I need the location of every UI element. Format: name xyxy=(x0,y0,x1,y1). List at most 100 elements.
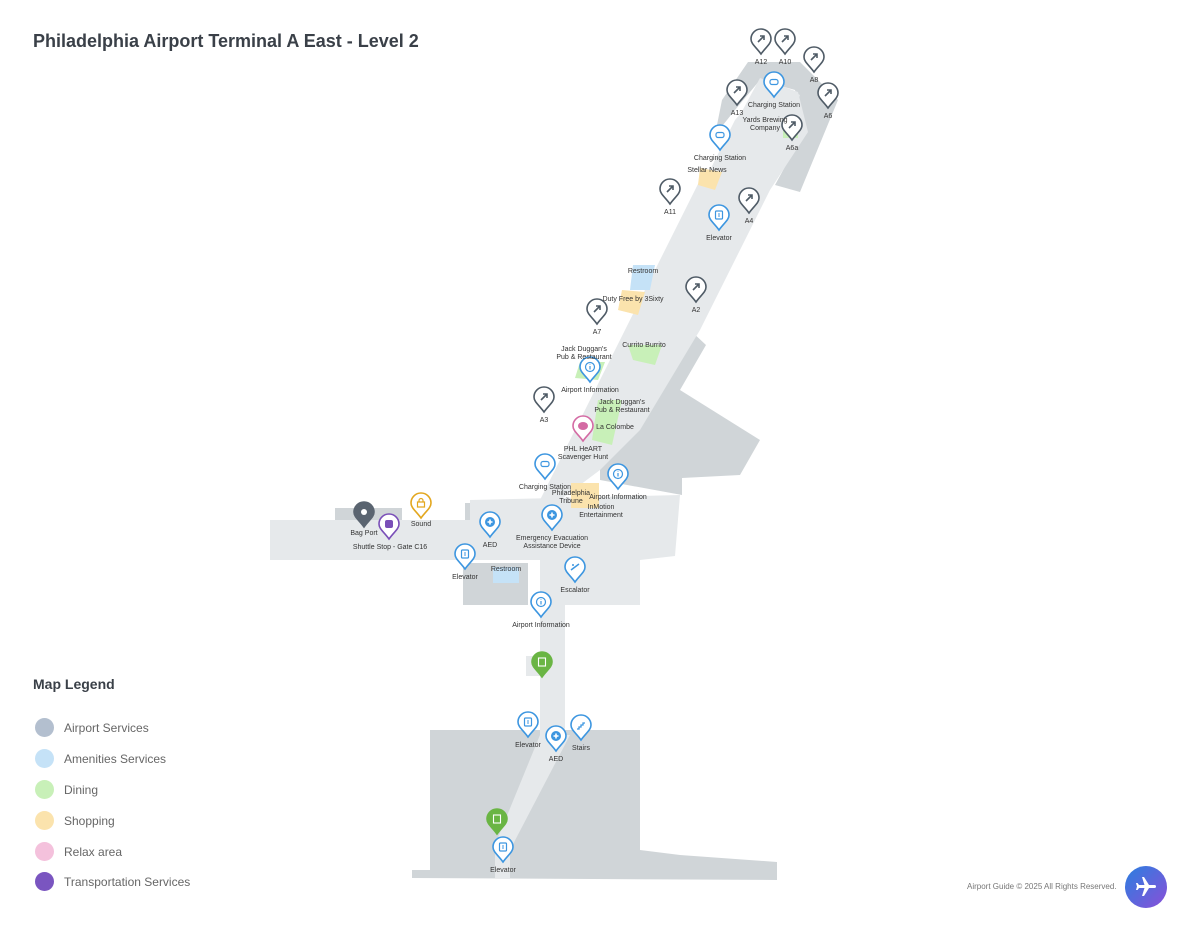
pin-label: A7 xyxy=(592,329,602,336)
elevator-pin[interactable] xyxy=(492,836,514,864)
area-label-currito[interactable]: Currito Burrito xyxy=(622,342,666,349)
vending-icon xyxy=(531,651,553,679)
pin-label: A12 xyxy=(754,59,768,66)
legend-dot xyxy=(35,718,54,737)
gate-pin[interactable] xyxy=(803,46,825,74)
legend-label: Dining xyxy=(64,782,99,797)
elevator-icon xyxy=(708,204,730,232)
pin-label: A11 xyxy=(664,209,676,216)
pin-label: Elevator xyxy=(706,235,732,242)
pin-label: Elevator xyxy=(452,574,478,581)
gate-pin[interactable] xyxy=(750,28,772,56)
charging-icon xyxy=(709,124,731,152)
gate-icon xyxy=(738,187,760,215)
gate-pin[interactable] xyxy=(738,187,760,215)
bag-pin[interactable] xyxy=(353,501,375,529)
tribune-area xyxy=(571,483,599,508)
info-pin[interactable] xyxy=(579,356,601,384)
elevator-icon xyxy=(492,836,514,864)
pin-label: AED xyxy=(482,542,498,549)
shuttle-pin[interactable] xyxy=(378,513,400,541)
aed-pin[interactable] xyxy=(545,725,567,753)
legend-item-relax-area: Relax area xyxy=(35,842,122,861)
currito-area xyxy=(628,345,662,365)
legend-label: Transportation Services xyxy=(64,874,191,889)
pin-label: Escalator xyxy=(560,587,590,594)
legend-item-airport-services: Airport Services xyxy=(35,718,149,737)
dutyfree-area xyxy=(618,290,645,315)
art-pin[interactable] xyxy=(572,415,594,443)
pin-label: Bag Port xyxy=(350,530,378,537)
pin-label: Charging Station xyxy=(693,155,747,162)
charging-icon xyxy=(534,453,556,481)
info-pin[interactable] xyxy=(530,591,552,619)
gate-icon xyxy=(685,276,707,304)
stellar-area xyxy=(698,168,722,190)
legend-dot xyxy=(35,749,54,768)
jack2-area xyxy=(592,400,622,445)
elevator-pin[interactable] xyxy=(708,204,730,232)
gate-pin[interactable] xyxy=(726,79,748,107)
gate-pin[interactable] xyxy=(817,82,839,110)
gate-pin[interactable] xyxy=(774,28,796,56)
gate-icon xyxy=(781,114,803,142)
legend-label: Amenities Services xyxy=(64,751,167,766)
info-pin[interactable] xyxy=(607,463,629,491)
airport-guide-logo[interactable] xyxy=(1125,866,1167,908)
gate-pin[interactable] xyxy=(533,386,555,414)
shop-pin[interactable] xyxy=(410,492,432,520)
info-icon xyxy=(530,591,552,619)
legend-item-amenities-services: Amenities Services xyxy=(35,749,166,768)
restroom-area-2 xyxy=(493,567,519,583)
vending-pin[interactable] xyxy=(486,808,508,836)
elevator-pin[interactable] xyxy=(517,711,539,739)
legend-dot xyxy=(35,872,54,891)
stairs-pin[interactable] xyxy=(570,714,592,742)
pin-label: Charging Station xyxy=(518,484,572,491)
escalator-pin[interactable] xyxy=(564,556,586,584)
vending-icon xyxy=(486,808,508,836)
pin-label: A6a xyxy=(785,145,799,152)
info-icon xyxy=(579,356,601,384)
elevator-pin[interactable] xyxy=(454,543,476,571)
area-label-restroom-2[interactable]: Restroom xyxy=(490,566,522,573)
pin-label: A10 xyxy=(778,59,792,66)
legend-title: Map Legend xyxy=(33,676,115,692)
gate-pin[interactable] xyxy=(781,114,803,142)
charging-pin[interactable] xyxy=(763,71,785,99)
gate-icon xyxy=(774,28,796,56)
airplane-icon xyxy=(1136,877,1156,896)
area-label-restroom-1[interactable]: Restroom xyxy=(627,268,659,275)
aed-pin[interactable] xyxy=(541,504,563,532)
stairs-icon xyxy=(570,714,592,742)
aed-pin[interactable] xyxy=(479,511,501,539)
gate-icon xyxy=(817,82,839,110)
gate-pin[interactable] xyxy=(659,178,681,206)
aed-icon xyxy=(541,504,563,532)
legend-dot xyxy=(35,811,54,830)
pin-label: A6 xyxy=(823,113,833,120)
area-label-stellar[interactable]: Stellar News xyxy=(687,167,727,174)
gate-pin[interactable] xyxy=(685,276,707,304)
area-label-lacolombe[interactable]: La Colombe xyxy=(596,424,634,431)
bag-icon xyxy=(353,501,375,529)
charging-pin[interactable] xyxy=(709,124,731,152)
legend-item-shopping: Shopping xyxy=(35,811,115,830)
legend-dot xyxy=(35,842,54,861)
gate-icon xyxy=(803,46,825,74)
area-label-dutyfree[interactable]: Duty Free by 3Sixty xyxy=(602,296,664,303)
pin-label: Airport Information xyxy=(512,622,570,629)
gate-pin[interactable] xyxy=(586,298,608,326)
vending-pin[interactable] xyxy=(531,651,553,679)
elevator-icon xyxy=(517,711,539,739)
upper-concourse xyxy=(640,180,760,300)
pin-label: A3 xyxy=(539,417,549,424)
charging-pin[interactable] xyxy=(534,453,556,481)
